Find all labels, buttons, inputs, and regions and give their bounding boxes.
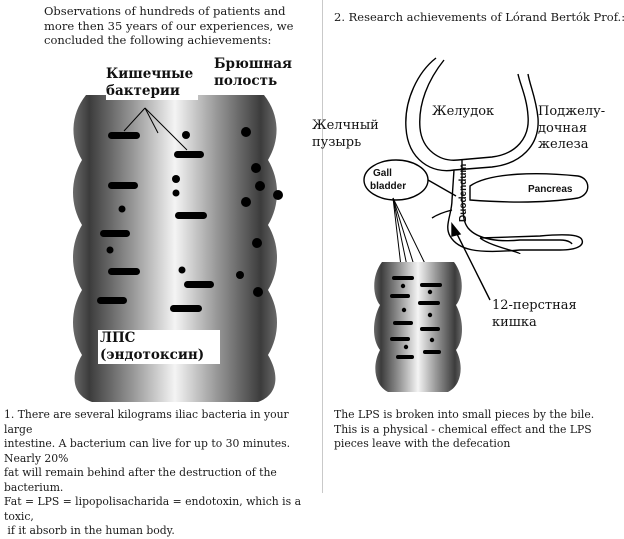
left-footnote-line: Fat = LPS = lipopolisacharida = endotoxi… <box>4 495 302 523</box>
bacterium <box>174 151 204 158</box>
small-bacteria-group <box>390 276 442 359</box>
label-gallbladder-ru: Желчный пузырь <box>312 118 379 150</box>
pancreas-label-en: Pancreas <box>528 184 573 195</box>
label-stomach: Желудок <box>432 104 495 119</box>
left-footnote: 1. There are several kilograms iliac bac… <box>4 408 320 539</box>
right-footnote-line: pieces leave with the defecation <box>334 437 511 450</box>
bacterium <box>108 268 140 275</box>
label-duodenum-ru: 12-перстная кишка <box>492 298 577 330</box>
diagram-canvas: Gall bladder Pancreas Duodendum <box>73 57 589 402</box>
duodenum-arrow <box>451 222 491 301</box>
left-footnote-line: intestine. A bacterium can live for up t… <box>4 437 291 465</box>
pancreas-shape <box>469 173 589 203</box>
duodenum-label-en: Duodendum <box>458 164 469 222</box>
right-footnote-line: The LPS is broken into small pieces by t… <box>334 408 595 421</box>
left-footnote-line: fat will remain behind after the destruc… <box>4 466 277 494</box>
bacterium <box>170 305 202 312</box>
bacterium <box>100 230 130 237</box>
gall-bladder-label-2: bladder <box>370 181 406 192</box>
bacterium <box>97 297 127 304</box>
intro-text: Observations of hundreds of patients and… <box>44 4 294 47</box>
label-pancreas-ru: Поджелу-дочная железа <box>538 104 606 152</box>
intestine-tube <box>73 95 277 402</box>
gall-bladder-label-1: Gall <box>373 168 392 179</box>
panel-divider <box>322 0 323 493</box>
right-footnote-line: This is a physical - chemical effect and… <box>334 422 592 436</box>
small-intestine-tube <box>374 262 462 392</box>
gall-bladder-shape <box>363 159 429 201</box>
right-footnote: The LPS is broken into small pieces by t… <box>334 408 618 452</box>
bacteria-pointer-lines <box>123 107 188 151</box>
right-heading: 2. Research achievements of Lórand Bertó… <box>334 10 624 24</box>
bacterium <box>108 182 138 189</box>
label-intestinal-bacteria: Кишечные бактерии <box>106 66 198 100</box>
bacterium <box>175 212 207 219</box>
bacterium <box>108 132 140 139</box>
left-footnote-line: if it absorb in the human body. <box>4 524 175 537</box>
label-abdominal-cavity: Брюшная полость <box>214 56 294 90</box>
small-lps-dots <box>400 283 435 350</box>
bacteria-group <box>97 132 214 312</box>
bacterium <box>184 281 214 288</box>
left-footnote-line: 1. There are several kilograms iliac bac… <box>4 408 289 436</box>
duodenum-outline <box>447 169 584 253</box>
label-lps-endotoxin: ЛПС (эндотоксин) <box>98 330 220 364</box>
escaped-lps-dots <box>236 127 283 297</box>
digestive-tract <box>405 57 584 255</box>
lps-dots <box>106 131 190 274</box>
